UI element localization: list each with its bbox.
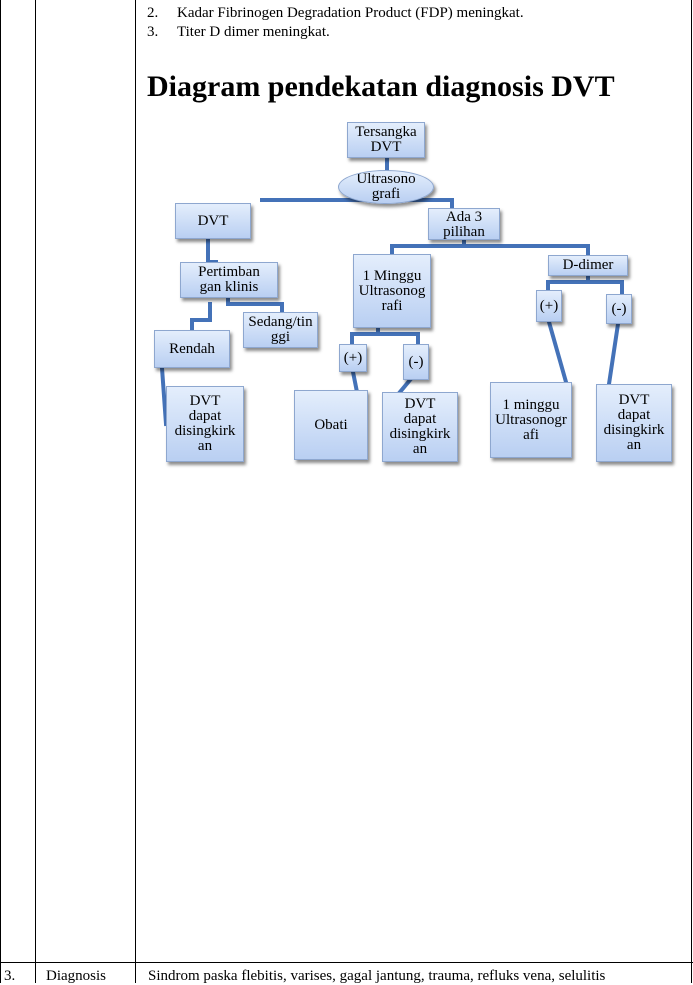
list-item-number: 2. — [147, 5, 159, 21]
node-d-dimer-positive: (+) — [536, 290, 562, 322]
node-dvt-excluded-week: DVT dapat disingkirk an — [382, 392, 458, 462]
node-suspect-dvt: Tersangka DVT — [347, 122, 425, 158]
connector — [159, 365, 169, 427]
table-row-divider — [0, 962, 693, 963]
list-item-number: 3. — [147, 24, 159, 40]
row-label: Diagnosis — [46, 968, 106, 984]
node-one-week-ultrasound-2: 1 minggu Ultrasonogr afi — [490, 382, 572, 458]
row-number: 3. — [4, 968, 16, 984]
node-ultrasound: Ultrasono grafi — [338, 170, 434, 204]
table-border-right — [691, 0, 692, 983]
list-item: 3. Titer D dimer meningkat. — [144, 23, 524, 42]
table-border-left — [0, 0, 1, 983]
node-treat: Obati — [294, 390, 368, 460]
node-dvt-excluded-low: DVT dapat disingkirk an — [166, 386, 244, 462]
node-three-options: Ada 3 pilihan — [428, 208, 500, 240]
node-dvt-excluded-ddimer: DVT dapat disingkirk an — [596, 384, 672, 462]
connector — [606, 321, 621, 387]
table-border-col1 — [35, 0, 36, 983]
list-item-text: Titer D dimer meningkat. — [177, 24, 330, 40]
connector — [546, 319, 569, 385]
node-d-dimer: D-dimer — [548, 255, 628, 276]
row-text: Sindrom paska flebitis, varises, gagal j… — [148, 968, 606, 984]
list-item: 2. Kadar Fibrinogen Degradation Product … — [144, 4, 524, 23]
node-low: Rendah — [154, 330, 230, 368]
node-dvt: DVT — [175, 203, 251, 239]
node-d-dimer-negative: (-) — [606, 294, 632, 324]
node-medium-high: Sedang/tin ggi — [243, 312, 318, 348]
node-week-negative: (-) — [403, 344, 429, 380]
list-item-text: Kadar Fibrinogen Degradation Product (FD… — [177, 5, 524, 21]
node-week-positive: (+) — [339, 344, 367, 372]
node-one-week-ultrasound: 1 Minggu Ultrasonog rafi — [353, 254, 431, 328]
criteria-list: 2. Kadar Fibrinogen Degradation Product … — [144, 4, 524, 42]
table-border-col2 — [135, 0, 136, 983]
connector — [350, 369, 360, 395]
node-clinical-consideration: Pertimban gan klinis — [180, 262, 278, 298]
diagram-heading: Diagram pendekatan diagnosis DVT — [147, 70, 615, 103]
connector — [397, 377, 413, 395]
